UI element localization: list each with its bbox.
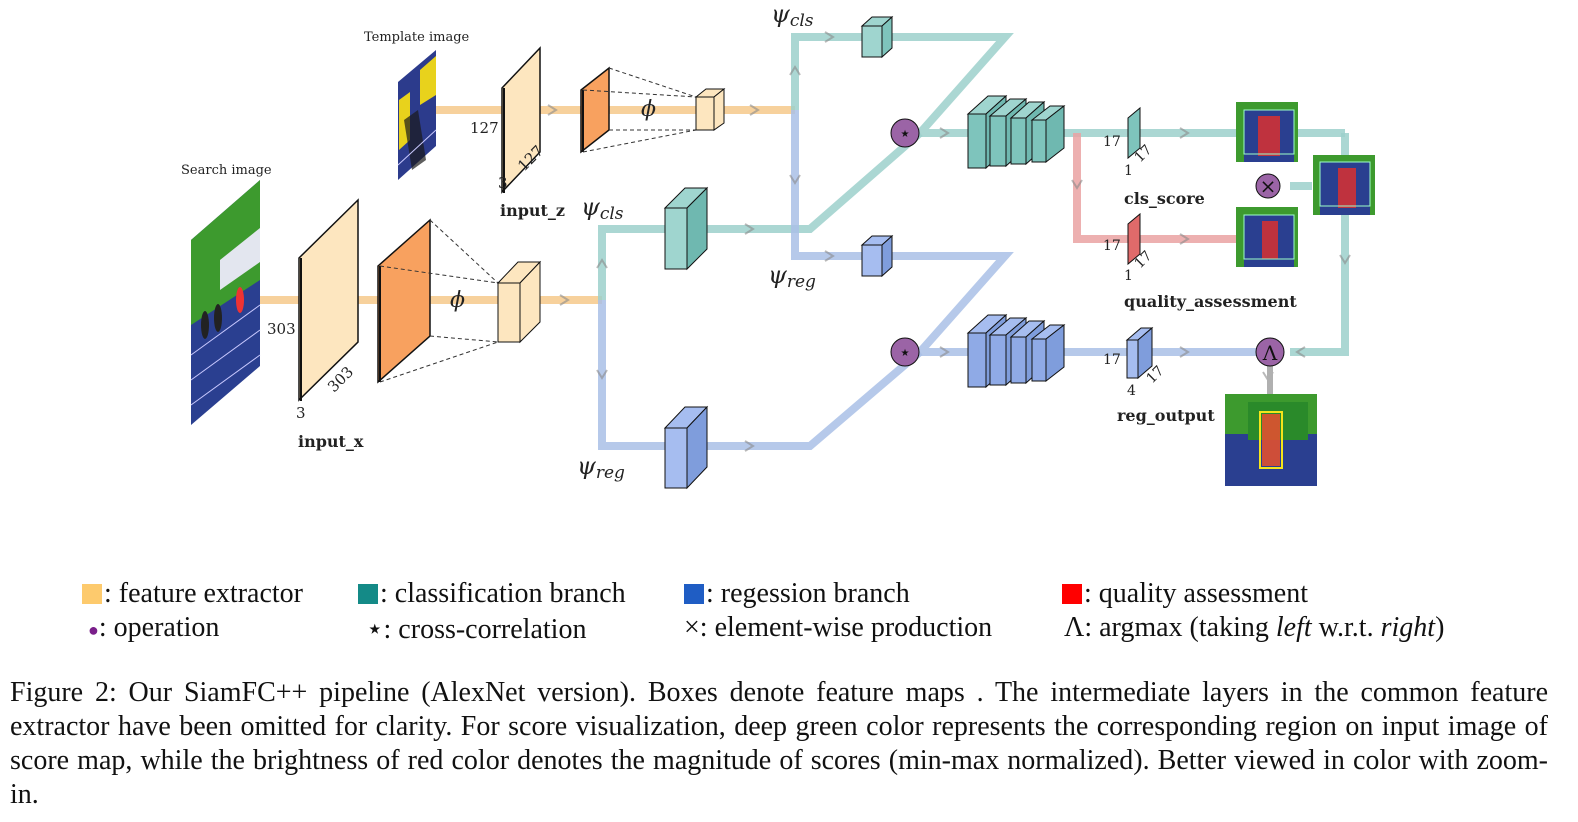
- cls-score-label: cls_score: [1124, 189, 1205, 208]
- legend-element-wise: ×: element-wise production: [684, 612, 992, 644]
- phi-x-label: ϕ: [450, 288, 465, 313]
- input-x-label: input_x: [298, 432, 364, 451]
- feature-block-x: [377, 218, 431, 384]
- input-x-channels: 3: [296, 404, 306, 422]
- input-z-height: 127: [470, 119, 499, 137]
- input-z-label: input_z: [500, 201, 565, 220]
- psi-reg-top: ψreg: [768, 261, 816, 292]
- svg-text:⋆: ⋆: [899, 121, 912, 145]
- reg-swatch: [684, 584, 704, 604]
- figure-caption: Figure 2: Our SiamFC++ pipeline (AlexNet…: [10, 677, 1548, 810]
- feature-swatch: [82, 584, 102, 604]
- phi-z-cube: [694, 87, 726, 131]
- cls-dim-17a: 17: [1103, 134, 1121, 150]
- reg-conv-stack: [966, 313, 1066, 389]
- reg-head-z-cube: [860, 234, 894, 278]
- quality-map: [1127, 212, 1141, 266]
- legend-cross-correlation: ⋆: cross-correlation: [366, 612, 586, 646]
- cls-dim-1: 1: [1124, 163, 1133, 179]
- legend-row-colors: : feature extractor : classification bra…: [0, 578, 1578, 612]
- input-z-channels: 3: [498, 174, 508, 192]
- legend-operation: ●: operation: [88, 612, 219, 644]
- cls-head-z-cube: [860, 15, 894, 59]
- argmax-operation: Λ: [1255, 337, 1285, 367]
- operation-dot-icon: ●: [88, 620, 99, 640]
- legend-reg-text: : regession branch: [706, 578, 910, 609]
- element-wise-product: ×: [1255, 173, 1281, 199]
- legend-argmax-post: ): [1435, 612, 1445, 643]
- flow-arrows: [329, 31, 1351, 452]
- search-image: [190, 180, 261, 425]
- reg-dim-4: 4: [1127, 383, 1136, 399]
- svg-text:⋆: ⋆: [899, 340, 912, 364]
- legend-argmax: Λ: argmax (taking left w.r.t. right): [1064, 612, 1444, 644]
- psi-cls-top: ψcls: [771, 0, 814, 31]
- input-x-height: 303: [267, 320, 296, 338]
- quality-dim-1: 1: [1124, 268, 1133, 284]
- times-icon: ×: [684, 612, 700, 643]
- psi-cls-mid: ψcls: [581, 193, 624, 224]
- cls-score-map: [1127, 106, 1141, 160]
- legend-regression-branch: : regession branch: [684, 578, 910, 610]
- legend-quality-assessment: : quality assessment: [1062, 578, 1308, 610]
- star-icon: ⋆: [366, 614, 384, 645]
- legend-argmax-right: right: [1380, 612, 1436, 643]
- cross-correlation-cls: ⋆: [890, 118, 920, 148]
- legend-classification-branch: : classification branch: [358, 578, 626, 610]
- cls-conv-stack: [966, 94, 1066, 170]
- quality-dim-17a: 17: [1103, 238, 1121, 254]
- phi-z-label: ϕ: [641, 97, 656, 122]
- legend-argmax-left: left: [1275, 612, 1312, 643]
- feature-block-z: [580, 66, 610, 154]
- svg-text:×: ×: [1260, 174, 1277, 198]
- legend-operation-text: : operation: [98, 612, 220, 643]
- cls-head-x-block: [663, 186, 709, 271]
- legend-argmax-pre: : argmax (taking: [1084, 612, 1276, 643]
- reg-head-x-block: [663, 405, 709, 490]
- cls-score-visual: [1236, 102, 1298, 162]
- psi-reg-bottom: ψreg: [577, 452, 625, 483]
- template-image: [397, 50, 437, 180]
- quality-swatch: [1062, 584, 1082, 604]
- template-image-label: Template image: [364, 30, 470, 45]
- reg-branch-paths: [598, 110, 1258, 450]
- legend-feature-text: : feature extractor: [104, 578, 303, 609]
- legend-element-wise-text: : element-wise production: [699, 612, 993, 643]
- svg-text:Λ: Λ: [1262, 341, 1278, 365]
- quality-visual: [1236, 207, 1298, 267]
- legend-cls-text: : classification branch: [380, 578, 626, 609]
- lambda-icon: Λ: [1064, 612, 1085, 643]
- legend-argmax-mid: w.r.t.: [1311, 612, 1381, 643]
- reg-output-visual: [1225, 394, 1317, 486]
- legend-quality-text: : quality assessment: [1084, 578, 1308, 609]
- search-image-label: Search image: [181, 163, 272, 178]
- fused-score-visual: [1313, 155, 1375, 215]
- input-z-plane: [501, 46, 541, 194]
- pipeline-diagram: ⋆ ⋆ × Λ Template image Search image 127 …: [181, 0, 1375, 490]
- quality-branch-path: [1073, 133, 1238, 243]
- legend-feature-extractor: : feature extractor: [82, 578, 303, 610]
- projection-lines: [379, 67, 697, 383]
- input-x-plane: [298, 198, 359, 402]
- cross-correlation-reg: ⋆: [890, 337, 920, 367]
- quality-assessment-label: quality_assessment: [1124, 292, 1297, 311]
- reg-dim-17a: 17: [1103, 352, 1121, 368]
- phi-x-cube: [496, 260, 542, 344]
- cls-swatch: [358, 584, 378, 604]
- legend-cross-correlation-text: : cross-correlation: [383, 614, 587, 645]
- reg-output-label: reg_output: [1117, 406, 1215, 425]
- legend-row-operations: ●: operation ⋆: cross-correlation ×: ele…: [0, 612, 1578, 646]
- reg-output-map: [1125, 326, 1154, 380]
